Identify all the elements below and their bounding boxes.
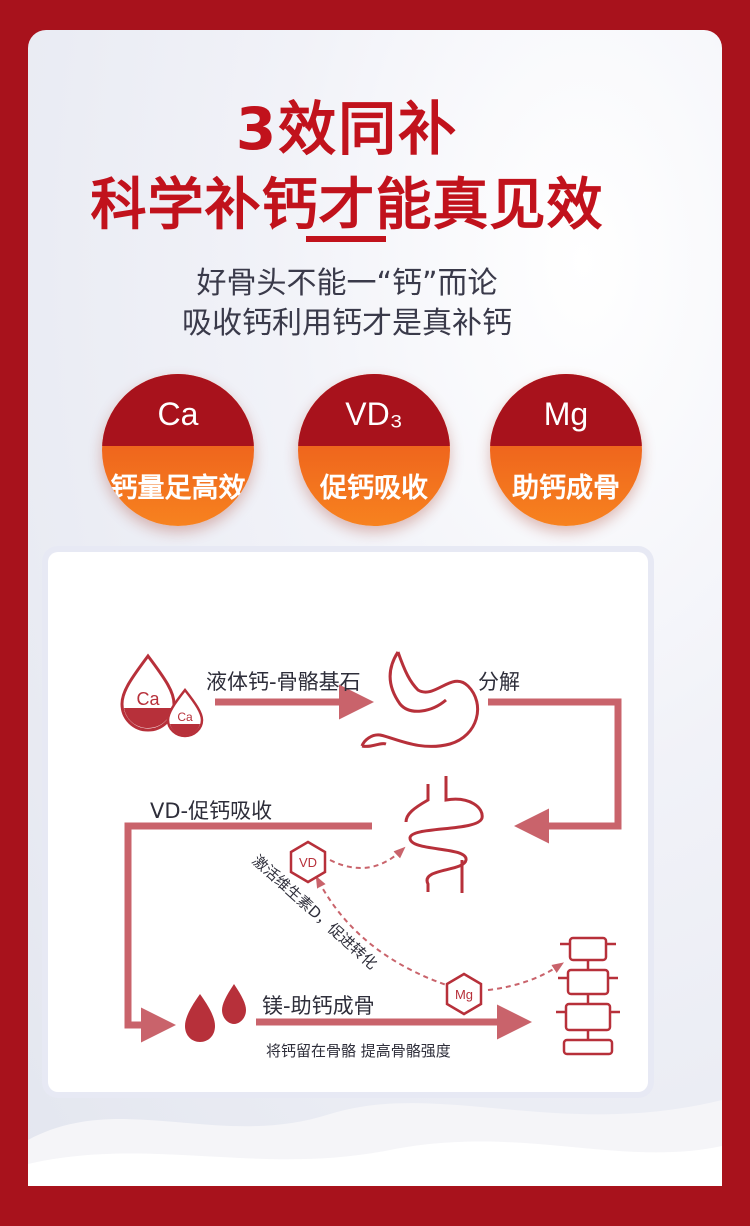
mg-hexagon-icon: Mg (445, 972, 483, 1016)
drop-small-label: Ca (177, 710, 193, 724)
badge-symbol: Mg (543, 396, 589, 432)
subtitle-line2: 吸收钙利用钙才是真补钙 (182, 306, 512, 341)
headline-line2: 科学补钙才能真见效 (90, 173, 604, 238)
dashed-arrow-vd (329, 846, 406, 869)
flow-arrow-stomach-to-intestine (488, 698, 622, 844)
drop-big-label: Ca (136, 689, 160, 709)
step-vd-absorption-label: VD-促钙吸收 (150, 799, 273, 823)
title-divider (306, 236, 386, 242)
badge-label: 促钙吸收 (320, 473, 428, 504)
badge-symbol: Ca (157, 396, 199, 432)
hex-vd-label: VD (299, 855, 317, 870)
dashed-arrow-mg-to-vd (315, 875, 463, 991)
badge-label: 助钙成骨 (512, 473, 620, 504)
flow-arrow-intestine-to-drops (124, 822, 372, 1043)
badge-label: 钙量足高效 (110, 473, 246, 504)
spine-bones-icon (556, 936, 620, 1056)
calcium-drop-small-icon: Ca (166, 687, 204, 738)
stomach-icon (360, 651, 480, 748)
hex-mg-label: Mg (455, 987, 473, 1002)
vd-hexagon-icon: VD (289, 840, 327, 884)
step-caption: 将钙留在骨骼 提高骨骼强度 (266, 1042, 451, 1060)
milk-splash-decoration (28, 1100, 722, 1186)
intestine-icon (404, 776, 484, 893)
dashed-arrow-mg-to-bones (487, 962, 564, 991)
step-liquid-calcium-label: 液体钙-骨骼基石 (206, 670, 361, 694)
badge-magnesium: Mg 助钙成骨 (490, 374, 642, 526)
badge-symbol: VD₃ (345, 396, 403, 432)
subtitle-line1: 好骨头不能一“钙”而论 (196, 266, 498, 301)
badge-vitamin-d3: VD₃ 促钙吸收 (298, 374, 450, 526)
step-decompose-label: 分解 (478, 670, 520, 694)
blood-drops-icon (185, 984, 246, 1042)
step-magnesium-label: 镁-助钙成骨 (262, 994, 375, 1018)
headline-line1: 3效同补 (235, 95, 459, 163)
badge-calcium: Ca 钙量足高效 (102, 374, 254, 526)
calcium-drop-icon: Ca (120, 653, 176, 732)
